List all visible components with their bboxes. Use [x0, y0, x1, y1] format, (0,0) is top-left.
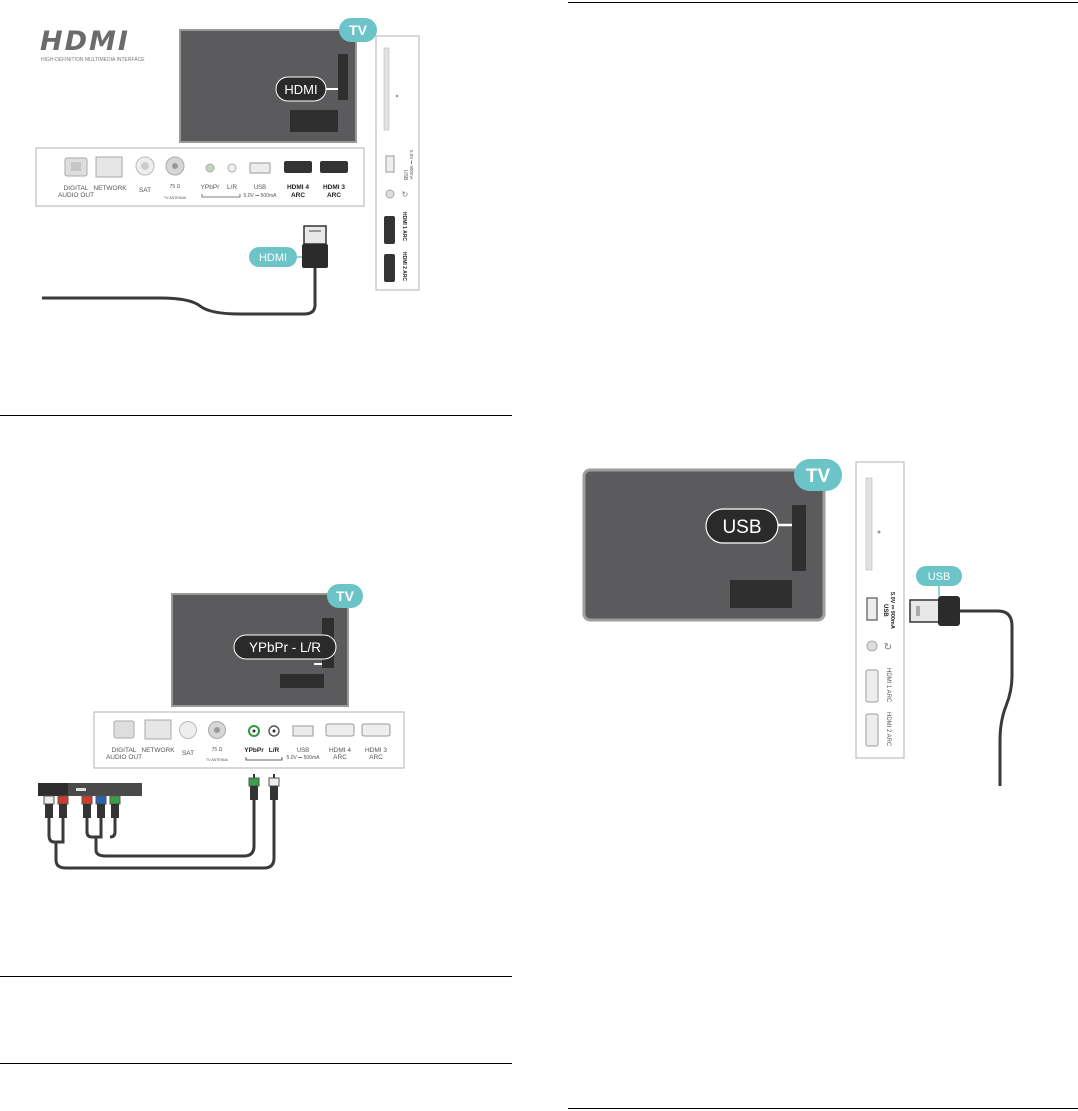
- hdmi4-label: HDMI 4: [287, 184, 309, 191]
- usb-rating-label: 5.0V ⎓ 500mA: [244, 193, 278, 199]
- hdmi3-arc-label: ARC: [327, 192, 341, 199]
- usb-port-callout: USB: [705, 508, 792, 544]
- ypbpr-callout-label: YPbPr - L/R: [249, 640, 321, 655]
- network-label: NETWORK: [141, 747, 175, 754]
- sat-label: SAT: [139, 187, 151, 194]
- antenna-label: 75 Ω: [212, 747, 223, 753]
- antenna-label-2: TV ANTENNA: [206, 758, 229, 762]
- usb-connection-diagram: TV USB ↻ USB 5.0V ⎓ 900mA HDMI 1 ARC HDM…: [582, 459, 1014, 786]
- hdmi-port-icon: [320, 161, 348, 173]
- hdmi-port-icon: [865, 669, 879, 703]
- hdmi-plug-badge-label: HDMI: [259, 252, 287, 264]
- separator-rule: [568, 2, 1078, 3]
- side-hdmi2-label: HDMI 2 ARC: [885, 712, 891, 747]
- hdmi4-arc-label: ARC: [291, 192, 305, 199]
- usb-cable: [960, 609, 1014, 786]
- tv-badge-label: TV: [806, 466, 831, 487]
- hdmi-logo: HDMI HIGH-DEFINITION MULTIMEDIA INTERFAC…: [40, 28, 145, 63]
- hdmi-callout-label: HDMI: [284, 82, 317, 97]
- lr-label: L/R: [227, 184, 237, 191]
- hdmi4-arc-label: ARC: [333, 754, 347, 761]
- hdmi-port-icon: [384, 254, 395, 282]
- side-usb-rating-label: 5.0V ⎓ 900mA: [889, 592, 895, 629]
- hdmi-logo-tagline: HIGH-DEFINITION MULTIMEDIA INTERFACE: [41, 57, 145, 63]
- hdmi3-label: HDMI 3: [323, 184, 345, 191]
- digital-audio-out-label: DIGITAL: [64, 185, 89, 192]
- usb-label: USB: [254, 185, 266, 191]
- usb-port-icon: [249, 162, 271, 174]
- side-connector-panel: ↻ USB 5.0V ⎓ 900mA HDMI 1 ARC HDMI 2 ARC: [855, 461, 905, 759]
- network-label: NETWORK: [93, 185, 127, 192]
- usb-label: USB: [297, 748, 309, 754]
- tv-rear-view: [582, 468, 826, 622]
- rear-connector-panel: DIGITAL AUDIO OUT NETWORK SAT 75 Ω TV AN…: [35, 147, 365, 207]
- antenna-label: 75 Ω: [170, 184, 181, 190]
- separator-rule: [568, 1108, 1078, 1109]
- tv-badge-label: TV: [336, 588, 355, 604]
- source-device: [38, 783, 142, 796]
- usb-callout-label: USB: [722, 517, 761, 538]
- tv-badge-icon: TV: [339, 18, 377, 42]
- side-usb-label: USB: [882, 604, 888, 617]
- ethernet-port-icon: [95, 156, 123, 178]
- hdmi-port-icon: [284, 161, 312, 173]
- hdmi-logo-wordmark: HDMI: [40, 28, 130, 57]
- separator-rule: [0, 976, 512, 977]
- headphone-port-icon: [385, 189, 395, 199]
- tv-badge-icon: TV: [327, 584, 363, 608]
- usb-plug-badge-label: USB: [928, 571, 951, 583]
- side-usb-rating-label: 5.0V ⎓ 900mA: [409, 150, 414, 180]
- ethernet-port-icon: [144, 719, 172, 740]
- digital-audio-out-label: DIGITAL: [112, 747, 137, 754]
- rear-connector-panel: DIGITAL AUDIO OUT NETWORK SAT 75 Ω TV AN…: [93, 711, 405, 769]
- side-hdmi1-label: HDMI 1 ARC: [401, 212, 407, 241]
- usb-port-icon: [385, 155, 395, 173]
- side-hdmi1-label: HDMI 1 ARC: [885, 668, 891, 703]
- lr-label: L/R: [269, 747, 280, 754]
- tv-badge-icon: TV: [794, 459, 842, 491]
- hdmi-cable: [42, 268, 317, 316]
- digital-audio-out-label-2: AUDIO OUT: [58, 192, 94, 199]
- ypbpr-label: YPbPr: [201, 184, 221, 191]
- rca-cables: [47, 800, 276, 870]
- usb-rating-label: 5.0V ⎓ 500mA: [287, 755, 321, 761]
- ypbpr-port-callout: YPbPr - L/R: [233, 634, 337, 665]
- rca-connector-icon: [248, 774, 280, 800]
- svg-text:↻: ↻: [884, 642, 892, 653]
- hdmi-port-callout: HDMI: [275, 76, 338, 102]
- hdmi4-label: HDMI 4: [329, 747, 351, 754]
- optical-port-icon: [113, 720, 135, 739]
- hdmi3-label: HDMI 3: [365, 747, 387, 754]
- side-hdmi2-label: HDMI 2 ARC: [401, 252, 407, 281]
- antenna-label-2: TV ANTENNA: [164, 196, 187, 200]
- ypbpr-label: YPbPr: [244, 747, 264, 754]
- rca-connector-icon: [43, 795, 121, 818]
- hdmi-port-icon: [361, 723, 391, 737]
- side-connector-panel: ↻ USB 5.0V ⎓ 900mA HDMI 1 ARC HDMI 2 ARC: [375, 35, 420, 291]
- headphone-port-icon: [866, 640, 878, 652]
- usb-port-icon: [292, 725, 314, 737]
- side-usb-label: USB: [402, 170, 408, 181]
- separator-rule: [0, 415, 512, 416]
- svg-text:↻: ↻: [402, 190, 409, 199]
- tv-badge-label: TV: [349, 22, 368, 38]
- ypbpr-connection-diagram: TV YPbPr - L/R DIGITAL AUDIO OUT NETWORK…: [38, 584, 405, 870]
- hdmi-port-icon: [325, 723, 355, 737]
- separator-rule: [0, 1063, 512, 1064]
- tv-rear-view: [179, 29, 357, 143]
- hdmi-connection-diagram: TV HDMI DIGITAL AUDIO OUT NETWORK SAT 75…: [35, 18, 420, 316]
- usb-port-icon: [866, 597, 878, 621]
- hdmi3-arc-label: ARC: [369, 754, 383, 761]
- coax-port-icon: [179, 721, 197, 739]
- hdmi-plug-icon: HDMI: [249, 225, 328, 268]
- digital-audio-out-label-2: AUDIO OUT: [106, 754, 142, 761]
- sat-label: SAT: [182, 750, 194, 757]
- hdmi-port-icon: [384, 216, 395, 244]
- hdmi-port-icon: [865, 713, 879, 747]
- usb-plug-icon: USB: [909, 566, 962, 626]
